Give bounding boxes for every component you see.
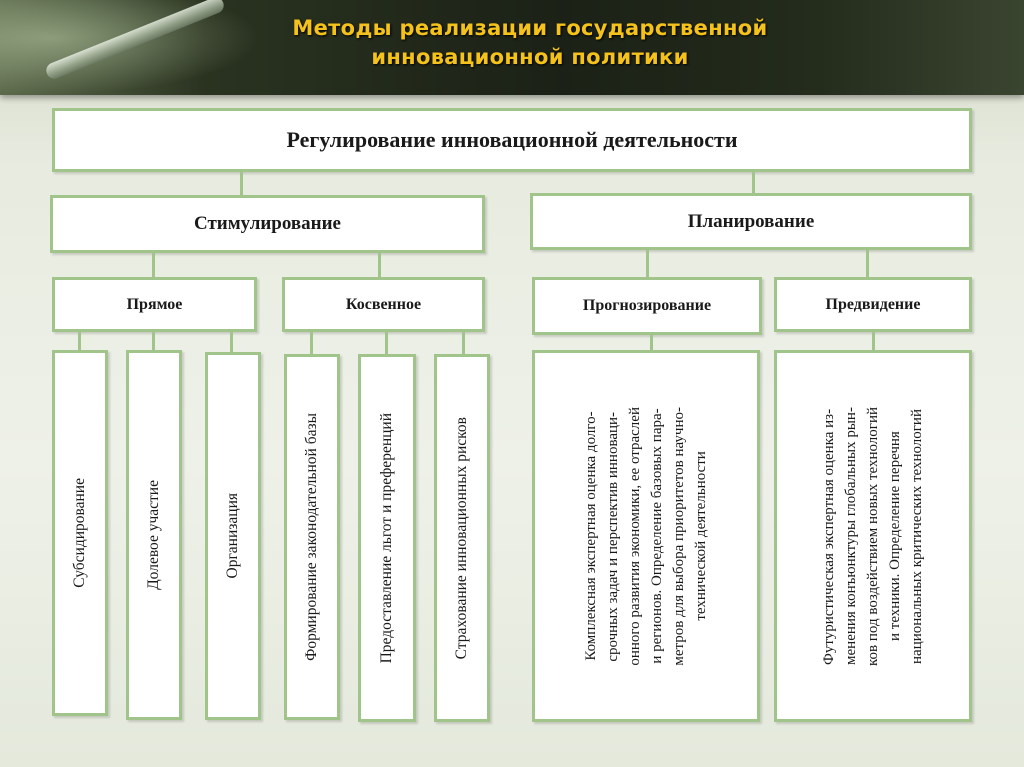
connector-direct-2 [152, 332, 155, 350]
forecasting-desc-line-5: метров для выбора приоритетов научно- [671, 406, 687, 666]
connector-indirect-2 [385, 332, 388, 354]
foresight-label: Предвидение [825, 295, 921, 313]
forecasting-description: Комплексная экспертная оценка долго- сро… [580, 407, 712, 666]
legislative-base-box: Формирование законодательной базы [284, 354, 340, 720]
risk-insurance-box: Страхование инновационных рисков [434, 354, 490, 722]
forecasting-box: Прогнозирование [532, 277, 762, 335]
root-regulation-box: Регулирование инновационной деятельности [52, 108, 972, 172]
foresight-desc-line-4: и техники. Определение перечня [887, 431, 903, 641]
forecasting-label: Прогнозирование [582, 297, 712, 314]
subsidy-box: Субсидирование [52, 350, 108, 716]
direct-box: Прямое [52, 277, 257, 332]
planning-label: Планирование [687, 210, 815, 232]
connector-direct-1 [78, 332, 81, 350]
risk-insurance-label: Страхование инновационных рисков [453, 416, 470, 660]
equity-participation-label: Долевое участие [145, 480, 162, 590]
foresight-description-box: Футуристическая экспертная оценка из- ме… [774, 350, 972, 722]
connector-foresight-desc [872, 332, 875, 350]
root-regulation-label: Регулирование инновационной деятельности [286, 127, 738, 152]
planning-box: Планирование [530, 193, 972, 250]
organization-label: Организация [224, 493, 241, 579]
title-line-2: инновационной политики [371, 45, 689, 69]
foresight-box: Предвидение [774, 277, 972, 332]
connector-direct-3 [230, 332, 233, 352]
title-line-1: Методы реализации государственной [292, 16, 768, 40]
equity-participation-box: Долевое участие [126, 350, 182, 720]
forecasting-desc-line-2: срочных задач и перспектив инноваци- [605, 411, 621, 661]
foresight-desc-line-3: ков под воздействием новых технологий [865, 406, 881, 666]
header-bar: Методы реализации государственной иннова… [0, 0, 1024, 95]
benefits-preferences-box: Предоставление льгот и преференций [358, 354, 416, 722]
foresight-desc-line-5: национальных критических технологий [909, 408, 925, 664]
forecasting-description-box: Комплексная экспертная оценка долго- сро… [532, 350, 760, 722]
direct-label: Прямое [126, 295, 183, 313]
forecasting-desc-line-3: онного развития экономики, ее отраслей [627, 406, 643, 666]
connector-indirect-1 [310, 332, 313, 354]
stimulation-box: Стимулирование [50, 195, 485, 253]
connector-stimulation-direct [152, 253, 155, 277]
forecasting-desc-line-4: и регионов. Определение базовых пара- [649, 408, 665, 664]
subsidy-label: Субсидирование [71, 478, 88, 588]
connector-root-stimulation [240, 172, 243, 196]
connector-planning-forecasting [646, 250, 649, 277]
connector-planning-foresight [866, 250, 869, 277]
indirect-box: Косвенное [282, 277, 485, 332]
legislative-base-label: Формирование законодательной базы [303, 413, 320, 661]
page-title: Методы реализации государственной иннова… [200, 14, 860, 72]
forecasting-desc-line-1: Комплексная экспертная оценка долго- [583, 411, 599, 661]
forecasting-desc-line-6: технической деятельности [693, 451, 709, 621]
connector-root-planning [752, 172, 755, 194]
foresight-desc-line-2: менения конъюнктуры глобальных рын- [843, 407, 859, 665]
benefits-preferences-label: Предоставление льгот и преференций [378, 412, 395, 664]
foresight-description: Футуристическая экспертная оценка из- ме… [818, 407, 928, 666]
connector-indirect-3 [462, 332, 465, 354]
foresight-desc-line-1: Футуристическая экспертная оценка из- [821, 407, 837, 665]
connector-stimulation-indirect [378, 253, 381, 277]
indirect-label: Косвенное [345, 295, 422, 313]
stimulation-label: Стимулирование [193, 213, 341, 234]
organization-box: Организация [205, 352, 261, 720]
connector-forecasting-desc [650, 335, 653, 351]
